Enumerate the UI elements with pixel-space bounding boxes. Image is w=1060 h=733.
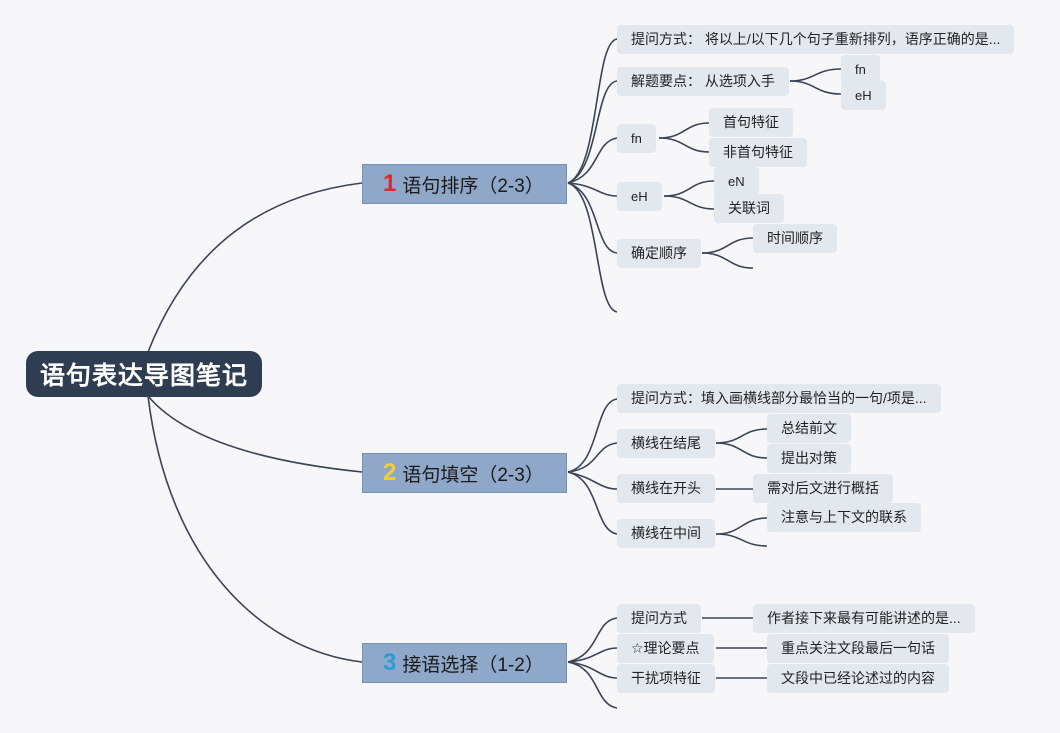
link-fn-nonfirst [658,137,710,153]
link-b3-empty [567,661,618,709]
b3-theory-value-node[interactable]: 重点关注文段最后一句话 [767,634,949,663]
link-order-time [701,237,754,254]
link-b3-theory [567,647,618,663]
b1-eh-en-node[interactable]: eN [714,167,759,196]
b3-distract-value-node[interactable]: 文段中已经论述过的内容 [767,664,949,693]
b3-ask-node[interactable]: 提问方式 [617,604,701,633]
link-key-eh [789,80,842,95]
b2-mid-node[interactable]: 横线在中间 [617,519,715,548]
b2-start-summary-node[interactable]: 需对后文进行概括 [753,474,893,503]
b2-mid-link-node[interactable]: 注意与上下文的联系 [767,503,921,532]
b1-eh-conj-node[interactable]: 关联词 [714,194,784,223]
branch-sentence-filling[interactable]: 2 语句填空（2-3） [362,453,567,493]
branch-sentence-ordering[interactable]: 1 语句排序（2-3） [362,164,567,204]
link-b1-key [567,80,618,184]
branch-label: 接语选择（1-2） [402,654,544,676]
b2-end-sum-node[interactable]: 总结前文 [767,414,851,443]
b2-end-node[interactable]: 横线在结尾 [617,429,715,458]
branch-label: 语句填空（2-3） [402,464,544,486]
b1-ask-node[interactable]: 提问方式： 将以上/以下几个句子重新排列，语序正确的是... [617,25,1015,54]
link-key-fn [789,68,842,82]
b1-key-eh-node[interactable]: eH [841,81,886,110]
b2-ask-node[interactable]: 提问方式：填入画横线部分最恰当的一句/项是... [617,384,941,413]
link-b1-ask [567,38,618,184]
b1-key-node[interactable]: 解题要点： 从选项入手 [617,67,789,96]
link-b1-eh [567,182,618,197]
link-b1-order [567,182,618,254]
b2-start-node[interactable]: 横线在开头 [617,474,715,503]
b1-fn-node[interactable]: fn [617,124,656,153]
b3-ask-value-node[interactable]: 作者接下来最有可能讲述的是... [753,604,975,633]
b1-order-node[interactable]: 确定顺序 [617,239,701,268]
link-root-branch1 [147,182,363,353]
branch-label: 语句排序（2-3） [402,175,544,197]
root-topic[interactable]: 语句表达导图笔记 [26,351,262,397]
link-b2-end [567,442,618,473]
link-eh-en [663,180,715,197]
branch-continuation-choice[interactable]: 3 接语选择（1-2） [362,643,567,683]
b2-end-measure-node[interactable]: 提出对策 [767,444,851,473]
link-eh-conj [663,195,715,210]
link-b3-ask [567,617,618,663]
link-root-branch2 [147,395,363,473]
b1-key-fn-node[interactable]: fn [841,55,880,84]
b3-theory-node[interactable]: ☆理论要点 [617,634,714,663]
link-order-empty [701,252,754,269]
link-b2-ask [567,398,618,473]
branch-number-2: 2 [383,459,397,486]
link-b2-mid [567,471,618,535]
link-root-branch3 [147,395,363,663]
link-b1-fn [567,137,618,184]
branch-number-1: 1 [383,170,397,197]
link-b1-empty [567,182,618,313]
link-mid-link [715,517,768,535]
link-end-measure [715,442,768,459]
b3-distract-node[interactable]: 干扰项特征 [617,664,715,693]
b1-order-time-node[interactable]: 时间顺序 [753,224,837,253]
b1-fn-nonfirst-node[interactable]: 非首句特征 [709,138,807,167]
link-mid-empty [715,533,768,547]
link-end-sum [715,428,768,444]
b1-fn-first-node[interactable]: 首句特征 [709,108,793,137]
b1-eh-node[interactable]: eH [617,182,662,211]
link-fn-first [658,122,710,139]
branch-number-3: 3 [383,649,397,676]
